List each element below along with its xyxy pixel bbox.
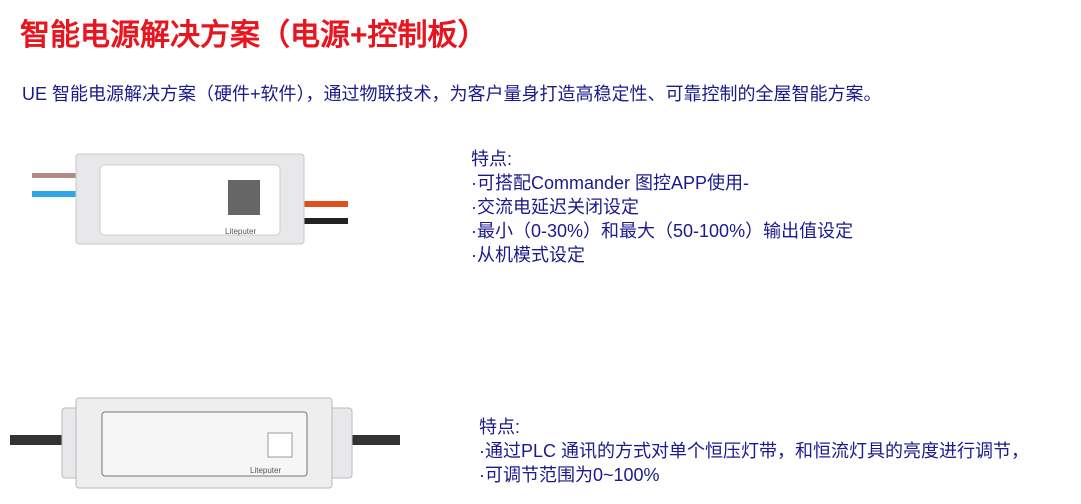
svg-text:Liteputer: Liteputer (250, 466, 281, 475)
features-label: 特点: (479, 417, 521, 437)
brand-logo: Liteputer (225, 227, 256, 236)
feature-item: ·交流电延迟关闭设定 (471, 197, 639, 217)
smart-driver-image-2: Liteputer (10, 397, 400, 489)
feature-item: ·最小（0-30%）和最大（50-100%）输出值设定 (471, 221, 854, 241)
smart-driver-image-1: Liteputer (32, 153, 348, 245)
feature-item: ·通过PLC 通讯的方式对单个恒压灯带，和恒流灯具的亮度进行调节， (479, 441, 1030, 461)
intro-text: UE 智能电源解决方案（硬件+软件），通过物联技术，为客户量身打造高稳定性、可靠… (22, 84, 882, 104)
features-product-2: 特点: ·通过PLC 通讯的方式对单个恒压灯带，和恒流灯具的亮度进行调节， ·可… (479, 415, 1029, 487)
feature-item: ·可搭配Commander 图控APP使用- (471, 173, 750, 193)
features-label: 特点: (471, 149, 513, 169)
page-title: 智能电源解决方案（电源+控制板） (20, 19, 488, 52)
feature-item: ·从机模式设定 (471, 245, 585, 265)
feature-item: ·可调节范围为0~100% (479, 465, 660, 485)
features-product-1: 特点: ·可搭配Commander 图控APP使用- ·交流电延迟关闭设定 ·最… (471, 147, 853, 267)
